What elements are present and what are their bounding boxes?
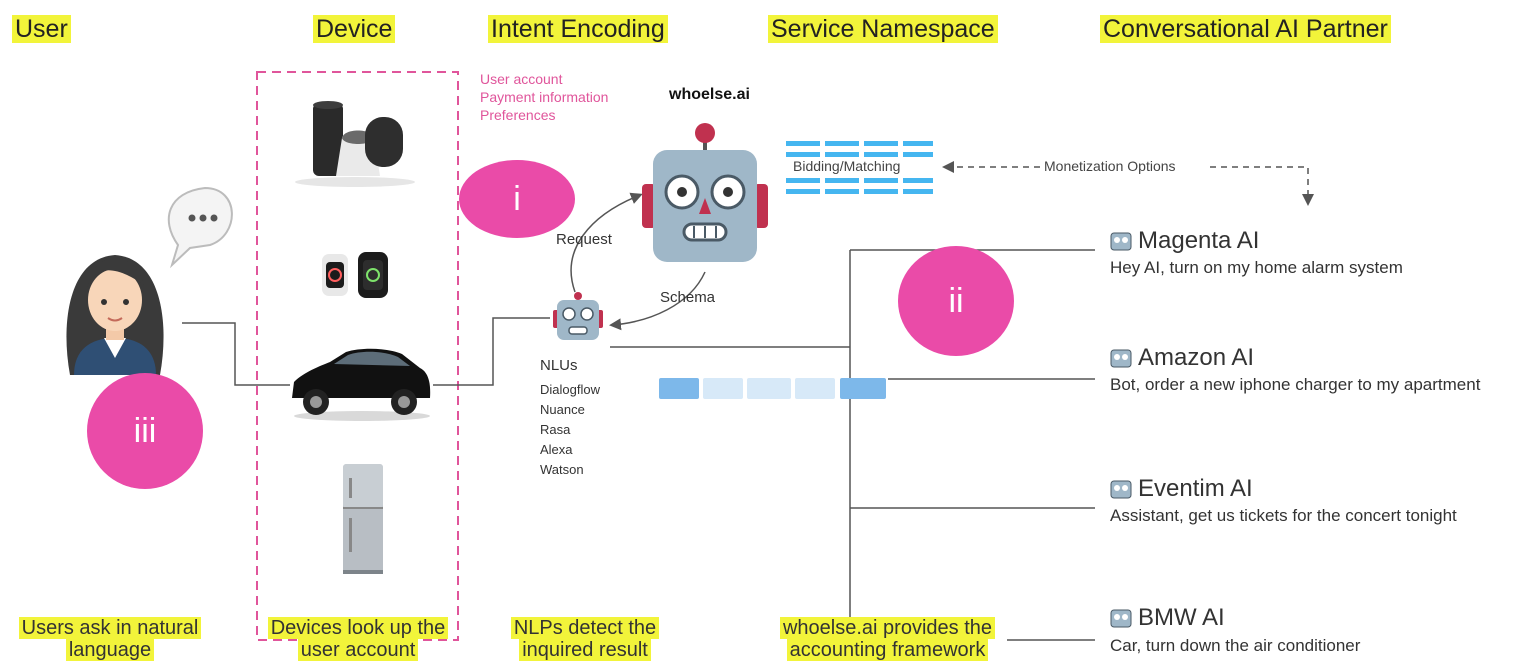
partner-magenta: Magenta AI <box>1138 227 1259 255</box>
caption-device: Devices look up the user account <box>258 617 458 661</box>
nlu-item: Nuance <box>540 402 585 417</box>
schema-arrow <box>609 271 706 331</box>
brand-label: whoelse.ai <box>669 86 750 103</box>
partner-name: Magenta AI <box>1138 227 1260 254</box>
partner-bmw: BMW AI <box>1138 604 1225 632</box>
badge-ii: ii <box>898 246 1014 356</box>
caption-user: Users ask in natural language <box>0 617 220 661</box>
speech-bubble-icon <box>167 186 233 269</box>
schema-label: Schema <box>660 289 716 306</box>
nlu-item: Alexa <box>540 442 573 457</box>
nlu-item: Rasa <box>540 422 571 437</box>
fridge-icon <box>343 464 383 574</box>
caption-namespace: whoelse.ai provides the accounting frame… <box>765 617 1010 661</box>
smart-speakers-icon <box>295 101 415 187</box>
column-header-partner: Conversational AI Partner <box>1100 14 1391 44</box>
car-icon <box>292 348 431 421</box>
partner-robot-eyes <box>1114 237 1128 620</box>
nlu-item: Dialogflow <box>540 382 600 397</box>
robot-icon <box>642 123 768 262</box>
bidding-matching-icon <box>786 141 933 194</box>
partner-name: Amazon AI <box>1138 344 1255 371</box>
monetization-label: Monetization Options <box>1044 158 1176 174</box>
partner-name: BMW AI <box>1138 604 1225 631</box>
bidding-label: Bidding/Matching <box>792 158 902 174</box>
caption-intent: NLPs detect the inquired result <box>480 617 690 661</box>
smartwatch-icon <box>322 252 388 298</box>
request-arrow <box>570 192 643 293</box>
partner-utterance: Bot, order a new iphone charger to my ap… <box>1110 375 1481 394</box>
account-info-item: User account <box>480 71 563 87</box>
partner-name: Eventim AI <box>1138 475 1253 502</box>
partner-amazon: Amazon AI <box>1138 344 1254 372</box>
partner-utterance: Hey AI, turn on my home alarm system <box>1110 258 1403 277</box>
account-info-item: Payment information <box>480 89 609 105</box>
column-header-device: Device <box>313 14 396 44</box>
woman-avatar-icon <box>66 255 164 375</box>
request-label: Request <box>556 231 612 248</box>
partner-utterance: Car, turn down the air conditioner <box>1110 636 1361 655</box>
partner-eventim: Eventim AI <box>1138 475 1253 503</box>
device-group-box <box>256 71 459 641</box>
nlu-robot-icon <box>553 292 603 340</box>
nlu-title: NLUs <box>540 357 578 374</box>
column-header-intent: Intent Encoding <box>488 14 668 44</box>
partner-robot-icons <box>1110 232 1132 628</box>
nlu-list: Dialogflow Nuance Rasa Alexa Watson <box>540 380 600 480</box>
column-header-user: User <box>12 14 71 44</box>
column-header-namespace: Service Namespace <box>768 14 998 44</box>
namespace-bar <box>659 378 886 399</box>
account-info-item: Preferences <box>480 107 556 123</box>
badge-i: i <box>459 160 575 238</box>
badge-iii: iii <box>87 373 203 489</box>
partner-utterance: Assistant, get us tickets for the concer… <box>1110 506 1457 525</box>
nlu-item: Watson <box>540 462 584 477</box>
account-info-list: User account Payment information Prefere… <box>480 70 608 124</box>
